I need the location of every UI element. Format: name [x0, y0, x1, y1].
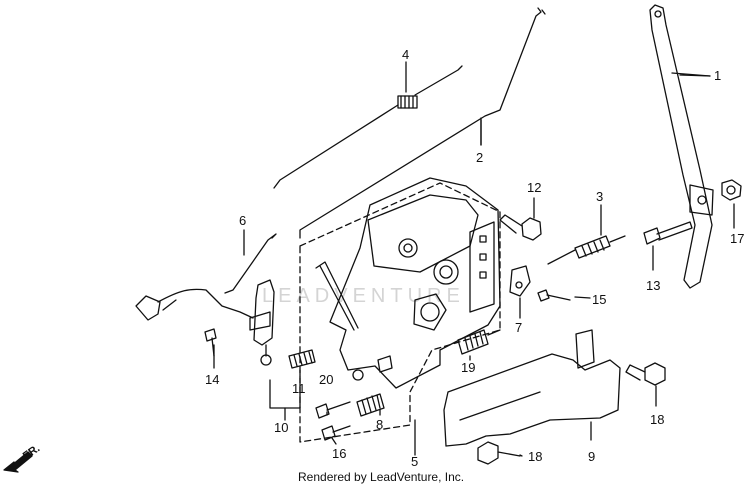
watermark: LEADVENTURE [262, 285, 465, 307]
footer-credit: Rendered by LeadVenture, Inc. [298, 470, 464, 484]
mounting-bracket-9 [443, 329, 621, 447]
callout-13: 13 [646, 278, 660, 293]
callout-10: 10 [274, 420, 288, 435]
control-rod [299, 7, 546, 239]
flange-bolt-18-right [625, 362, 666, 407]
bolt-13 [643, 221, 693, 271]
callout-4: 4 [402, 47, 409, 62]
screw-16 [321, 425, 351, 441]
callout-6: 6 [239, 213, 246, 228]
callout-17: 17 [730, 231, 744, 246]
callout-16: 16 [332, 446, 346, 461]
spring-11 [288, 349, 316, 378]
callout-9: 9 [588, 449, 595, 464]
callout-3: 3 [596, 189, 603, 204]
control-lever [649, 4, 714, 289]
choke-rod-6 [224, 229, 277, 294]
return-spring-3 [547, 204, 626, 265]
nut-17 [721, 179, 742, 229]
flange-bolt-12 [499, 197, 542, 241]
callout-20: 20 [319, 372, 333, 387]
screw-15 [537, 289, 571, 302]
callout-8: 8 [376, 417, 383, 432]
callout-11: 11 [292, 381, 306, 396]
assembly-outline [299, 182, 501, 443]
callout-2: 2 [476, 150, 483, 165]
control-base [315, 177, 501, 389]
callout-19: 19 [461, 360, 475, 375]
spring-8 [356, 393, 385, 417]
callout-18-bottom: 18 [528, 449, 542, 464]
screw-20 [315, 401, 351, 419]
callout-labels: 1 2 3 4 5 6 7 8 9 10 11 12 13 14 15 16 1… [205, 47, 744, 469]
callout-15: 15 [592, 292, 606, 307]
choke-cable [135, 288, 254, 321]
callout-5: 5 [411, 454, 418, 469]
front-direction-arrow [3, 451, 33, 473]
callout-14: 14 [205, 372, 219, 387]
callout-12: 12 [527, 180, 541, 195]
spring-19 [457, 329, 501, 361]
callout-18-right: 18 [650, 412, 664, 427]
clip-7 [509, 265, 531, 319]
governor-spring-rod [273, 61, 463, 189]
leader-lines [213, 74, 711, 457]
flange-bolt-18-bottom [477, 441, 521, 465]
callout-7: 7 [515, 320, 522, 335]
callout-1: 1 [714, 68, 721, 83]
choke-bracket-10 [249, 279, 301, 421]
